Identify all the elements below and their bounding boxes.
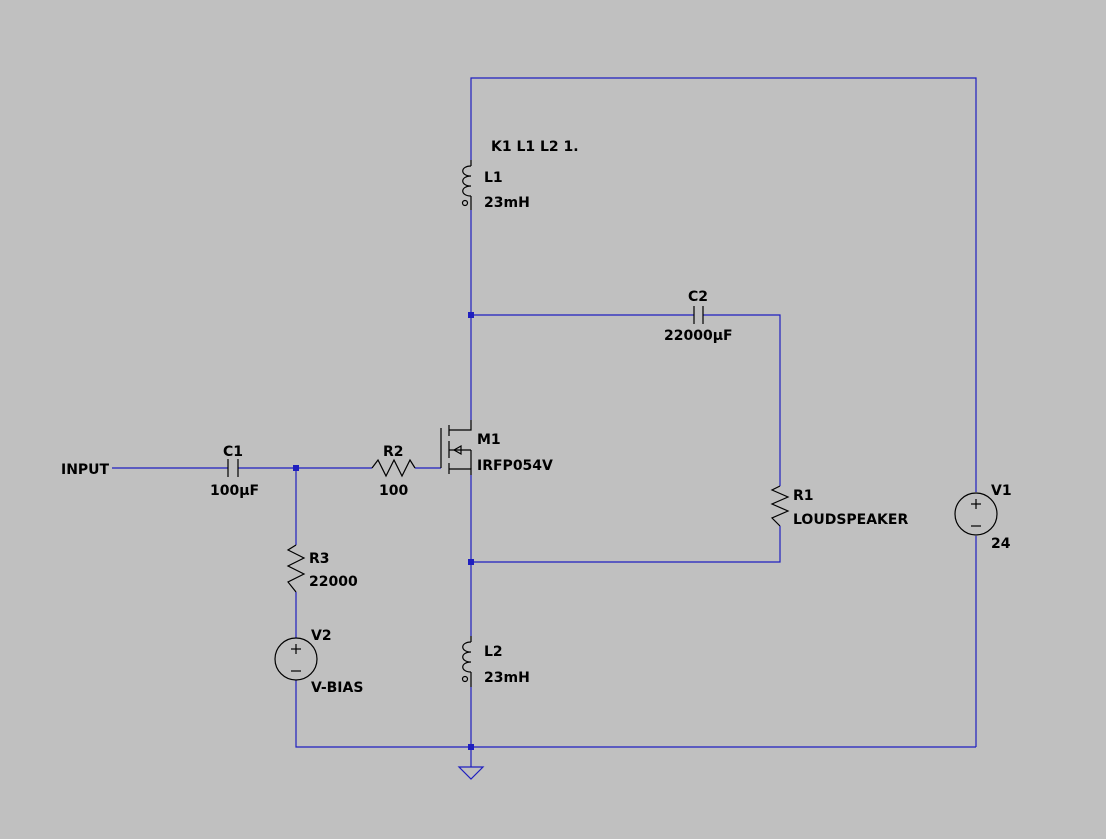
r1-ref: R1 [793,488,814,504]
polarity-dot-icon [461,199,469,207]
c2-value: 22000µF [664,328,733,344]
junction-source [468,559,474,565]
ground-icon[interactable] [457,766,485,780]
voltage-source-v1[interactable] [954,492,998,536]
v2-value: V-BIAS [311,680,363,696]
capacitor-c1[interactable] [227,459,239,477]
resistor-r2[interactable] [371,458,416,478]
spice-directive[interactable]: K1 L1 L2 1. [491,139,579,155]
inductor-l2[interactable] [461,636,472,687]
junction-bias [293,465,299,471]
capacitor-c2[interactable] [693,306,704,324]
r2-ref: R2 [383,444,404,460]
net-label-input: INPUT [61,462,110,478]
v1-ref: V1 [991,483,1012,499]
wire-c2-r1[interactable] [703,314,781,486]
polarity-dot-icon [461,675,469,683]
l1-value: 23mH [484,195,530,211]
r3-ref: R3 [309,551,330,567]
c1-value: 100µF [210,483,259,499]
wires [112,77,977,767]
voltage-source-v2[interactable] [274,637,318,681]
v1-value: 24 [991,536,1011,552]
resistor-r3[interactable] [286,544,306,593]
junction-drain [468,312,474,318]
r1-value: LOUDSPEAKER [793,512,908,528]
wire-r1-source[interactable] [471,526,781,563]
mosfet-m1[interactable] [440,420,472,475]
r2-value: 100 [379,483,408,499]
junction-ground [468,744,474,750]
l1-ref: L1 [484,170,503,186]
r3-value: 22000 [309,574,358,590]
v2-ref: V2 [311,628,332,644]
inductor-l1[interactable] [461,160,472,210]
resistor-r1[interactable] [770,485,790,527]
wire-supply-top[interactable] [470,77,977,492]
c2-ref: C2 [688,289,708,305]
m1-value: IRFP054V [477,458,553,474]
c1-ref: C1 [223,444,243,460]
l2-value: 23mH [484,670,530,686]
m1-ref: M1 [477,432,501,448]
wire-v2-ground[interactable] [295,680,976,748]
l2-ref: L2 [484,644,503,660]
junctions [293,312,474,750]
